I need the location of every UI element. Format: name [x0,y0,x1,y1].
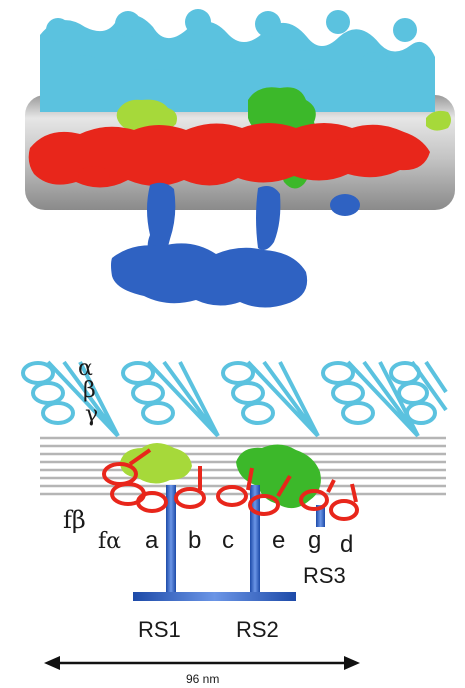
dark-green-complex [236,444,321,509]
schematic-diagram: α β γ fβ fα a b c e g d RS3 RS1 RS2 96 n… [21,356,448,686]
label-gamma: γ [85,402,98,427]
light-green-complex [120,443,192,484]
light-green-density [116,99,451,133]
outer-arm-1 [21,360,120,438]
radial-spoke-density [111,182,360,308]
outer-arm-4 [321,360,420,438]
outer-arm-5 [389,360,448,425]
label-a: a [145,527,159,554]
inner-arm-a [136,491,168,513]
label-b: b [188,527,201,554]
radial-spokes [133,485,325,601]
inner-dynein-density [28,123,431,188]
inner-arm-d [329,499,359,521]
inner-dynein-arms [102,448,359,521]
radial-spoke-rs3 [316,505,325,527]
inner-arm-g [299,489,329,511]
inner-arm-c [216,485,248,507]
label-alpha: α [78,356,93,381]
label-g: g [308,527,321,554]
label-f-beta: fβ [63,506,86,534]
greek-labels: α β γ [78,356,98,427]
label-f-alpha: fα [98,529,121,554]
outer-arm-2 [121,360,220,438]
label-rs2: RS2 [236,617,279,642]
label-rs1: RS1 [138,617,181,642]
scale-bar: 96 nm [44,656,360,686]
label-e: e [272,527,285,554]
inner-arm-e [248,494,280,516]
outer-dynein-density [40,9,435,112]
spoke-labels: RS3 RS1 RS2 [138,563,346,642]
label-beta: β [83,378,96,403]
inner-arm-labels: fβ fα a b c e g d [63,506,353,558]
label-rs3: RS3 [303,563,346,588]
outer-arm-3 [221,360,320,438]
outer-dynein-arms [21,360,448,438]
scale-bar-label: 96 nm [186,672,219,686]
density-map-render [25,9,455,308]
scale-bar-arrow-left [44,656,60,670]
label-c: c [222,527,234,554]
label-d: d [340,531,353,558]
spoke-base [133,592,296,601]
radial-spoke-rs2 [250,485,260,595]
radial-spoke-rs1 [166,485,176,595]
scale-bar-arrow-right [344,656,360,670]
inner-arm-b [174,487,206,509]
